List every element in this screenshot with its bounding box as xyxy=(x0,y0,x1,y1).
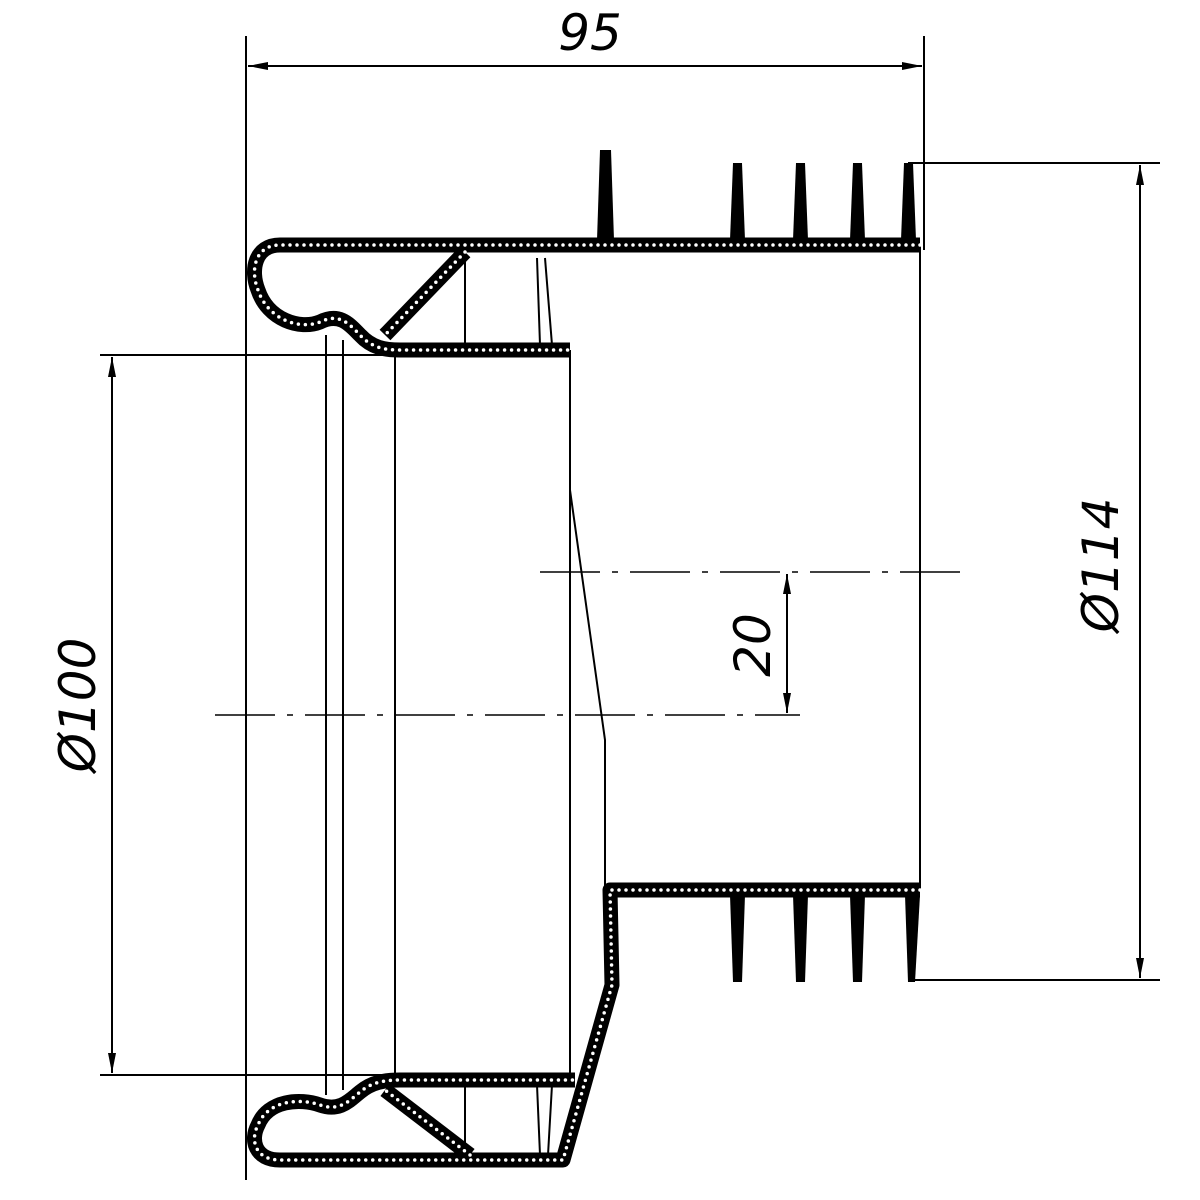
extension-lines xyxy=(100,36,1160,1180)
inner-contour-lines xyxy=(325,245,921,1156)
sealing-fins xyxy=(597,150,920,982)
pipe-wall-section xyxy=(247,237,922,1168)
dimension-label-offset: 20 xyxy=(724,613,782,677)
dimension-label-outer-diameter: Ø114 xyxy=(1072,498,1130,635)
dimension-label-length: 95 xyxy=(558,4,622,62)
dimension-label-inner-diameter: Ø100 xyxy=(49,638,107,775)
